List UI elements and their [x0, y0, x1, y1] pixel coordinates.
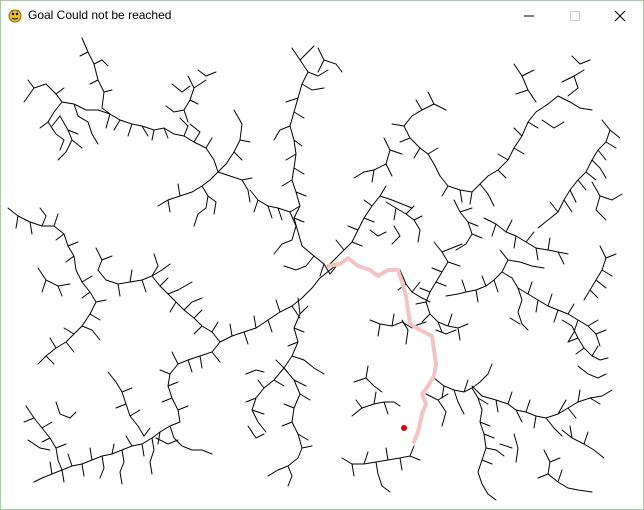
goal-marker — [401, 425, 407, 431]
exploration-tree — [7, 37, 623, 501]
close-button[interactable] — [597, 1, 643, 30]
title-bar[interactable]: Goal Could not be reached — [1, 1, 643, 30]
minimize-button[interactable] — [506, 1, 552, 30]
pygame-snake-icon — [7, 7, 23, 23]
maximize-button[interactable] — [552, 1, 598, 30]
solution-path — [326, 256, 438, 444]
close-icon — [614, 10, 626, 21]
simulation-canvas[interactable] — [2, 30, 642, 508]
window-title: Goal Could not be reached — [28, 8, 172, 22]
maximize-icon — [570, 10, 580, 21]
minimize-icon — [524, 15, 534, 16]
